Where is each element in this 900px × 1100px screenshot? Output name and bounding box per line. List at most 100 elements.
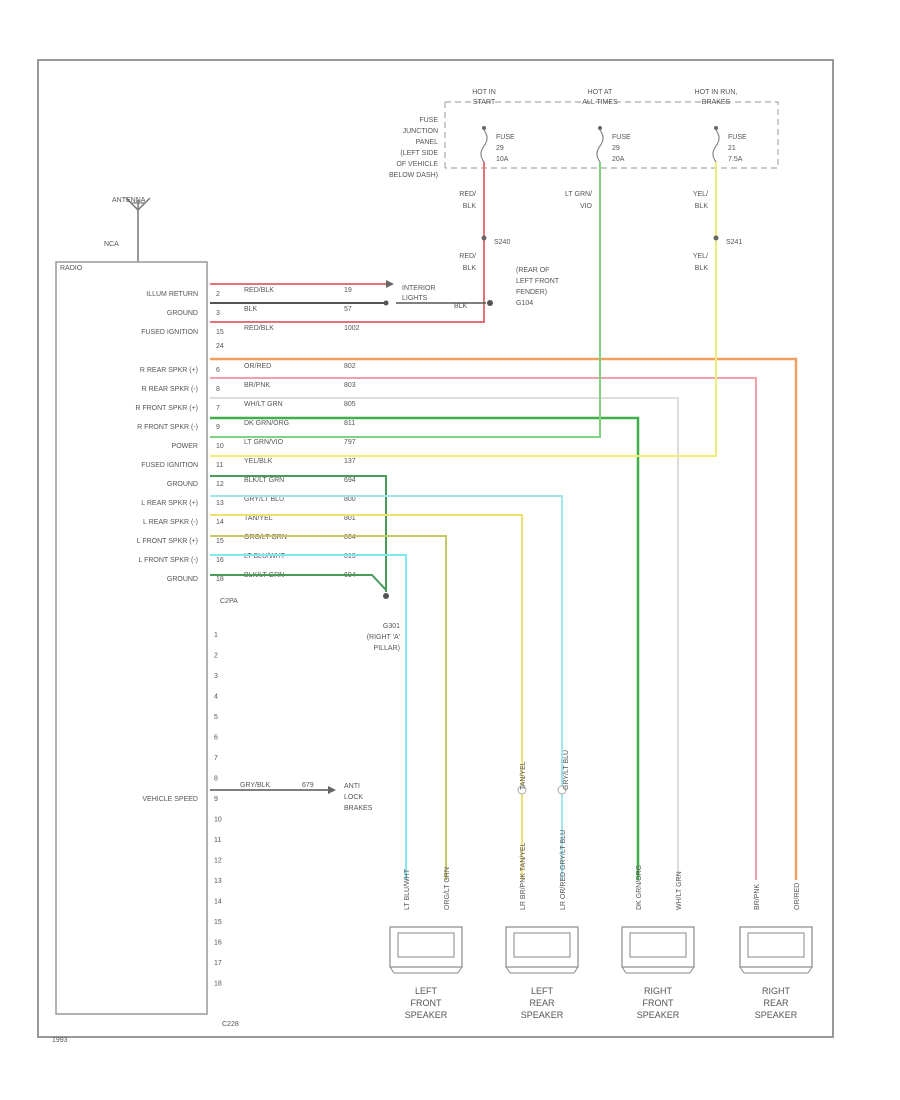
speaker-wire-label: OR/RED bbox=[794, 883, 801, 910]
lower-pin-number: 10 bbox=[214, 817, 222, 824]
connector-icon bbox=[557, 785, 567, 795]
wire-blk-lt-grn bbox=[210, 475, 387, 592]
pin-number: 14 bbox=[216, 519, 224, 526]
speaker-icon bbox=[389, 926, 463, 968]
circuit-number: 797 bbox=[344, 439, 356, 446]
wire-color-label: BLK/LT GRN bbox=[244, 477, 284, 484]
fuse-label: FUSE bbox=[496, 134, 515, 141]
wire-red-blk-ignition bbox=[210, 162, 485, 323]
circuit-number: 694 bbox=[344, 477, 356, 484]
lower-pin-number: 2 bbox=[214, 653, 218, 660]
antenna-connector: NCA bbox=[104, 241, 119, 248]
pin-number: 13 bbox=[216, 500, 224, 507]
speaker-icon bbox=[739, 926, 813, 968]
pin-number: 8 bbox=[216, 386, 220, 393]
lower-pin-number: 8 bbox=[214, 776, 218, 783]
pin-number: 15 bbox=[216, 538, 224, 545]
arrow-icon bbox=[386, 280, 394, 288]
wire-color-label: YEL/BLK bbox=[244, 458, 273, 465]
wire-color-label: YEL/ bbox=[693, 253, 708, 260]
fuse-label: 29 bbox=[612, 145, 620, 152]
wire-color-label: RED/ bbox=[459, 253, 476, 260]
wire-dk-grn-org bbox=[210, 416, 640, 880]
wire-gry-lt-blu bbox=[210, 495, 563, 880]
footer-code: 1993 bbox=[52, 1037, 68, 1044]
pin-number: 11 bbox=[216, 462, 223, 469]
pin-label: ILLUM RETURN bbox=[146, 291, 198, 298]
circuit-number: 804 bbox=[344, 534, 356, 541]
wire-lt-grn-vio bbox=[210, 162, 601, 438]
speaker-wire-label: ORG/LT GRN bbox=[444, 867, 451, 910]
pin-label: L REAR SPKR (+) bbox=[141, 500, 198, 507]
fuse-label: 21 bbox=[728, 145, 736, 152]
ground-a-line: FENDER) bbox=[516, 289, 547, 296]
abs-line: ANTI bbox=[344, 783, 360, 790]
hot-label: HOT IN bbox=[472, 89, 496, 96]
fuse-label: 10A bbox=[496, 156, 509, 163]
wire-wh-lt-grn bbox=[210, 397, 679, 880]
speaker-label: SPEAKER bbox=[755, 1010, 798, 1020]
diagram-frame bbox=[37, 59, 834, 1038]
circuit-number: 1002 bbox=[344, 325, 360, 332]
splice-label: S240 bbox=[494, 239, 510, 246]
pin-label: R FRONT SPKR (+) bbox=[135, 405, 198, 412]
fuse-icon bbox=[712, 129, 720, 163]
pin-label: R REAR SPKR (+) bbox=[140, 367, 198, 374]
circuit-number: 137 bbox=[344, 458, 356, 465]
ground-a-line: G104 bbox=[516, 300, 533, 307]
lower-pin-number: 15 bbox=[214, 919, 222, 926]
speaker-label: REAR bbox=[529, 998, 555, 1008]
wire-color-label: YEL/ bbox=[693, 191, 708, 198]
wire-or-red bbox=[210, 357, 798, 880]
fuse-label: FUSE bbox=[728, 134, 747, 141]
speaker-label: LEFT bbox=[531, 986, 554, 996]
lower-pin-number: 4 bbox=[214, 694, 218, 701]
speaker-label: SPEAKER bbox=[521, 1010, 564, 1020]
hot-label: ALL TIMES bbox=[582, 99, 618, 106]
hot-label: HOT IN RUN, bbox=[695, 89, 738, 96]
speaker-label: RIGHT bbox=[644, 986, 673, 996]
arrow-icon bbox=[328, 786, 336, 794]
connector-icon bbox=[517, 785, 527, 795]
pin-number: 3 bbox=[216, 310, 220, 317]
wire-color-label: LT GRN/ bbox=[565, 191, 592, 198]
lower-pin-number: 11 bbox=[214, 837, 221, 844]
illum-line: LIGHTS bbox=[402, 295, 428, 302]
interior-lights: INTERIOR LIGHTS bbox=[402, 285, 435, 302]
pin-label: POWER bbox=[172, 443, 198, 450]
pin-label: L REAR SPKR (-) bbox=[143, 519, 198, 526]
circuit-number: 805 bbox=[344, 401, 356, 408]
lower-pin-number: 1 bbox=[214, 632, 218, 639]
fuse-terminal bbox=[714, 126, 718, 130]
connector-c228: C228 bbox=[222, 1021, 239, 1028]
fuse-column: HOT IN RUN,BRAKESFUSE217.5AYEL/BLKS241YE… bbox=[693, 89, 747, 272]
abs-line: LOCK bbox=[344, 794, 363, 801]
wire-color-label: BLK bbox=[695, 203, 709, 210]
wire-color-label: RED/BLK bbox=[244, 325, 274, 332]
wire-lt-blu-wht bbox=[210, 554, 407, 880]
fuse-panel-label-line: FUSE bbox=[419, 117, 438, 124]
pin-number: 16 bbox=[216, 557, 224, 564]
fuse-terminal bbox=[598, 126, 602, 130]
wire-color-label: BLK bbox=[463, 265, 477, 272]
ground-a-line: LEFT FRONT bbox=[516, 278, 560, 285]
speaker-label: REAR bbox=[763, 998, 789, 1008]
pin-label: R REAR SPKR (-) bbox=[142, 386, 198, 393]
wire-br-pnk bbox=[210, 377, 757, 880]
hot-label: HOT AT bbox=[588, 89, 613, 96]
splice-dot bbox=[383, 300, 389, 306]
fuse-label: 29 bbox=[496, 145, 504, 152]
ground-g301: G301(RIGHT 'A'PILLAR) bbox=[367, 623, 400, 652]
illum-line: INTERIOR bbox=[402, 285, 435, 292]
circuit-number: 801 bbox=[344, 515, 356, 522]
pin-label: L FRONT SPKR (+) bbox=[137, 538, 198, 545]
circuit-number: 19 bbox=[344, 287, 352, 294]
abs-line: BRAKES bbox=[344, 805, 373, 812]
circuit-number: 679 bbox=[302, 782, 314, 789]
fuse-panel-label-line: (LEFT SIDE bbox=[400, 150, 438, 157]
fuse-terminal bbox=[482, 126, 486, 130]
speaker-label: FRONT bbox=[411, 998, 442, 1008]
